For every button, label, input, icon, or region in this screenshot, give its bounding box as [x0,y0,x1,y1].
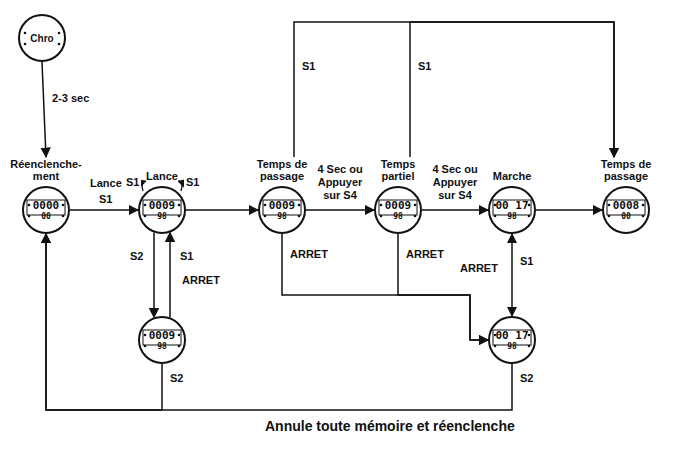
lcd-digits: 00 17 [495,330,528,342]
connector [169,233,171,318]
lcd-digits: 0009 [385,200,412,212]
watch-node: Marche 00 1798 [487,170,537,235]
edge-label: S2 [168,372,185,385]
lcd-sub-digits: 98 [507,212,517,221]
connector [536,209,602,211]
mode-heading: Temps de passage [597,158,655,182]
connector [70,209,138,211]
lcd-sub-digits: 00 [41,212,51,221]
edge-label: ARRET [288,248,330,261]
edge-label: 4 Sec ou Appuyer sur S4 [314,163,366,202]
connector [186,209,258,211]
lcd-digits: 0009 [149,200,176,212]
connector [410,22,614,157]
connector [306,209,374,211]
connector [46,234,162,410]
lcd-digits: 0009 [269,200,296,212]
loop-arrow [142,181,146,191]
lcd-sub-digits: 98 [507,342,517,351]
lcd-sub-digits: 00 [621,212,631,221]
watch-dial: 00 1798 [487,185,537,235]
mode-heading: Temps de passage [253,158,311,182]
watch-node: Chro [17,13,67,63]
edge-label: S1 [416,60,433,73]
watch-node: Réenclenche- ment 000000 [5,158,87,235]
lcd-sub-digits: 98 [157,212,167,221]
watch-dial: 000800 [601,185,651,235]
connector [422,209,488,211]
lcd-sub-digits: 98 [277,212,287,221]
watch-dial: 000998 [373,185,423,235]
lcd-digits: 0000 [33,200,60,212]
watch-node: Temps de passage 000800 [597,158,655,235]
edge-label: ARRET [404,248,446,261]
mode-heading: Lance [146,170,178,182]
lcd-digits: Chro [30,33,53,44]
edge-label: S1 [518,255,535,268]
watch-dial: Chro [17,13,67,63]
mode-heading: Temps partiel [373,158,423,182]
connector [294,22,614,157]
button-label: Lance [88,177,124,190]
caption-note: Annule toute mémoire et réenclenche [263,418,517,435]
button-label: S1 [124,176,141,189]
mode-heading: Marche [493,170,532,182]
watch-node: Temps partiel 000998 [373,158,423,235]
edge-label: S2 [128,250,145,263]
edge-label: S2 [518,372,535,385]
connector [42,62,46,157]
lcd-sub-digits: 98 [157,342,167,351]
loop-arrow [178,181,182,191]
connector [398,234,488,340]
edge-label: 4 Sec ou Appuyer sur S4 [429,163,481,202]
watch-dial: 000000 [21,185,71,235]
edge-label: S1 [97,193,114,206]
watch-node: 00 1798 [487,315,537,365]
button-label: S1 [184,176,201,189]
watch-node: Lance 000998 [137,170,187,235]
edge-label: S1 [300,60,317,73]
connector [511,234,513,316]
watch-node: Temps de passage 000998 [253,158,311,235]
lcd-digits: 0009 [149,330,176,342]
connector [153,233,155,318]
edge-label: S1 [178,250,195,263]
button-label: ARRET [180,274,222,287]
connector [282,234,488,340]
connector [46,234,512,410]
edge-label: 2-3 sec [50,92,91,105]
watch-node: 000998 [137,315,187,365]
mode-heading: Réenclenche- ment [5,158,87,182]
button-label: ARRET [458,262,500,275]
lcd-digits: 0008 [613,200,640,212]
watch-dial: 000998 [137,185,187,235]
watch-dial: 00 1798 [487,315,537,365]
lcd-digits: 00 17 [495,200,528,212]
watch-dial: 000998 [257,185,307,235]
lcd-sub-digits: 98 [393,212,403,221]
watch-dial: 000998 [137,315,187,365]
